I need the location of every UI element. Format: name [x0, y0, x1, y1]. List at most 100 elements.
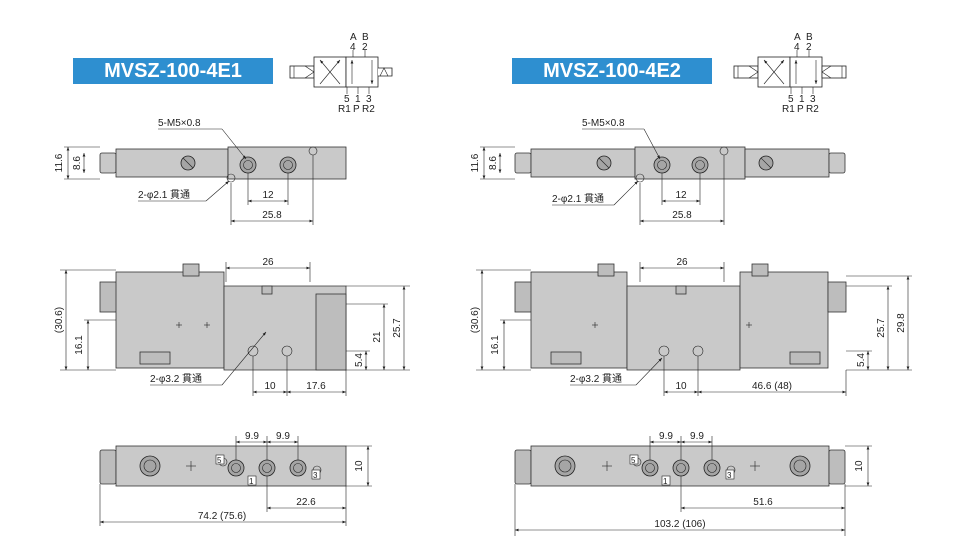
bottom-port-3-e1	[289, 459, 307, 477]
dim-hole-a-e2: 10	[675, 381, 687, 392]
valve-symbol-e1: A B 4 2 5 1 3 R1 P R2	[289, 32, 393, 115]
front-view-e1: 26 (30.6) 16.1 5.4 21 25.7 10 17.6 2-φ3.…	[54, 257, 410, 396]
bottom-port-3-e2	[703, 459, 721, 477]
mount-hole-a-e1	[226, 173, 236, 183]
sym-label-r1-e1: R1	[338, 104, 351, 115]
sym-label-r1-e2: R1	[782, 104, 795, 115]
dim-pitch-e2: 12	[675, 190, 687, 201]
dim-height-c-e1: 25.7	[392, 318, 403, 338]
port-number-5-e2: 5	[631, 456, 636, 465]
sym-label-p-e1: P	[353, 104, 360, 115]
solenoid-box-right-e2	[821, 65, 847, 79]
screw-label-e1: 5-M5×0.8	[158, 118, 201, 129]
bottom-coil-circle-right-e2	[789, 455, 811, 477]
sym-label-r2-e2: R2	[806, 104, 819, 115]
bottom-view-e2: 5 1 3 9.9 9.9 10 51.6 103.2 (106)	[514, 431, 872, 536]
dim-offset-bottom-e2: 51.6	[753, 497, 773, 508]
solenoid-box-e1	[289, 65, 315, 79]
top-body-coil-right-e2	[744, 148, 830, 178]
port-number-1-e1: 1	[249, 477, 254, 486]
dim-height-inner-e2: 8.6	[488, 156, 499, 170]
title-e1-text: MVSZ-100-4E1	[104, 60, 242, 82]
port-number-3-e1: 3	[313, 471, 318, 480]
dim-hole-b-e2: 46.6 (48)	[752, 381, 792, 392]
dim-top-e2: 26	[676, 257, 688, 268]
dim-length-e2: 103.2 (106)	[654, 519, 705, 530]
dim-offset-bottom-e1: 22.6	[296, 497, 316, 508]
dim-height-inner-e1: 8.6	[72, 156, 83, 170]
top-body-main-e2	[634, 146, 746, 180]
sym-port-2-e2: 2	[806, 42, 812, 53]
dim-height-d-e2: 5.4	[856, 353, 867, 367]
dim-width-e2: 10	[854, 460, 865, 472]
dim-total-height-e1: (30.6)	[54, 307, 65, 333]
title-e1: MVSZ-100-4E1	[73, 58, 273, 84]
dim-height-b-e1: 21	[372, 331, 383, 343]
top-body-coil-e1	[115, 148, 229, 178]
dim-height-outer-e1: 11.6	[54, 153, 65, 172]
port-number-5-e1: 5	[217, 456, 222, 465]
sym-port-3-e2: 3	[810, 94, 816, 105]
sym-label-a-e2: A	[794, 32, 801, 43]
sym-port-5-e2: 5	[788, 94, 794, 105]
dim-length-e1: 74.2 (75.6)	[198, 511, 246, 522]
dim-pitch-a-e2: 9.9	[659, 431, 673, 442]
sym-port-2-e1: 2	[362, 42, 368, 53]
symbol-cell-right-e2	[789, 56, 823, 88]
dim-hole-b-e1: 17.6	[306, 381, 326, 392]
port-a-e2	[653, 156, 671, 174]
hole-label-e1: 2-φ2.1 貫通	[138, 189, 190, 201]
dim-height-outer-e2: 11.6	[470, 153, 481, 172]
dim-width-e1: 10	[354, 460, 365, 472]
valve-symbol-e2: A B 4 2 5 1 3 R1 P R2	[733, 32, 847, 115]
dim-total-height-e2: (30.6)	[470, 307, 481, 333]
front-view-e2: 26 (30.6) 16.1 5.4 25.7 29.8 10 46.6 (48…	[470, 257, 912, 396]
dim-height-d-e1: 5.4	[354, 353, 365, 367]
dim-top-e1: 26	[262, 257, 274, 268]
sym-port-5-e1: 5	[344, 94, 350, 105]
port-number-1-e2: 1	[663, 477, 668, 486]
sym-label-b-e1: B	[362, 32, 369, 43]
dim-pitch-a-e1: 9.9	[245, 431, 259, 442]
front-hole-label-e2: 2-φ3.2 貫通	[570, 373, 622, 385]
solenoid-box-left-e2	[733, 65, 759, 79]
bottom-coil-circle-left-e2	[554, 455, 576, 477]
top-view-e2: 11.6 8.6 12 25.8 5-M5×0.8 2-φ2.1 貫通	[470, 118, 846, 225]
symbol-cell-right-e1	[345, 56, 379, 88]
dim-pitch-b-e2: 9.9	[690, 431, 704, 442]
sym-label-r2-e1: R2	[362, 104, 375, 115]
port-a-e1	[239, 156, 257, 174]
sym-label-b-e2: B	[806, 32, 813, 43]
bottom-port-5-e2	[641, 459, 659, 477]
port-b-e1	[279, 156, 297, 174]
dim-height-b-e2: 25.7	[876, 318, 887, 338]
bottom-port-1-e2	[672, 459, 690, 477]
sym-label-p-e2: P	[797, 104, 804, 115]
sym-port-4-e1: 4	[350, 42, 356, 53]
screw-label-e2: 5-M5×0.8	[582, 118, 625, 129]
spring-e1	[378, 67, 393, 77]
front-hole-label-e1: 2-φ3.2 貫通	[150, 373, 202, 385]
title-e2-text: MVSZ-100-4E2	[543, 60, 681, 82]
bottom-port-1-e1	[258, 459, 276, 477]
sym-port-3-e1: 3	[366, 94, 372, 105]
bottom-port-5-e1	[227, 459, 245, 477]
dim-offset-e1: 25.8	[262, 210, 282, 221]
dim-height-c-e2: 29.8	[896, 313, 907, 333]
dim-height-a-e1: 16.1	[74, 335, 85, 355]
top-body-coil-left-e2	[530, 148, 636, 178]
dim-offset-e2: 25.8	[672, 210, 692, 221]
sym-port-4-e2: 4	[794, 42, 800, 53]
hole-label-e2: 2-φ2.1 貫通	[552, 193, 604, 205]
dim-hole-a-e1: 10	[264, 381, 276, 392]
mount-hole-a-e2	[635, 173, 645, 183]
front-main-e2	[626, 285, 741, 371]
sym-label-a-e1: A	[350, 32, 357, 43]
dim-height-a-e2: 16.1	[490, 335, 501, 355]
dim-pitch-e1: 12	[262, 190, 274, 201]
title-e2: MVSZ-100-4E2	[512, 58, 712, 84]
bottom-coil-circle-e1	[139, 455, 161, 477]
top-view-e1: 11.6 8.6 12 25.8 5-M5×0.8 2-φ2.1 貫通	[54, 118, 347, 225]
bottom-view-e1: 5 1 3 9.9 9.9 10 22.6 74.2 (75.6)	[99, 431, 372, 526]
